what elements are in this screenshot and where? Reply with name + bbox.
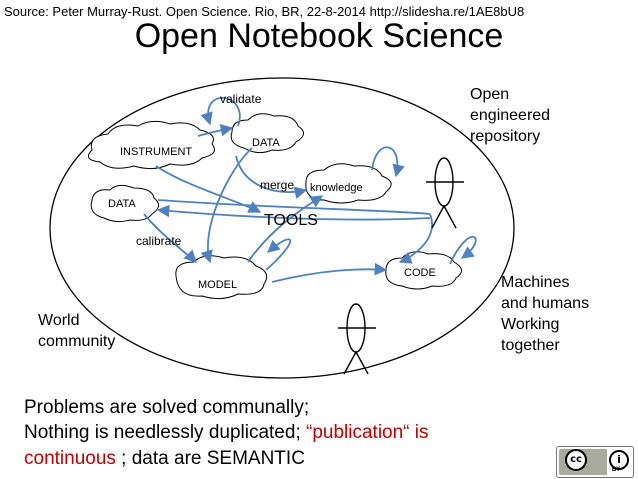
instrument-cloud: [87, 120, 215, 170]
data-top-cloud: [230, 113, 304, 154]
label-calibrate: calibrate: [136, 234, 182, 248]
label-tools: TOOLS: [264, 212, 318, 229]
statement-line-2: Nothing is needlessly duplicated; “publi…: [24, 422, 429, 443]
cc-by-text: BY: [611, 467, 621, 473]
data-to-knowledge-arrow: [235, 155, 308, 199]
source-citation: Source: Peter Murray-Rust. Open Science.…: [4, 4, 525, 19]
label-merge: merge: [260, 178, 295, 192]
code-loop-arrow: [449, 235, 477, 265]
code-long-arrow: [398, 213, 433, 264]
statement-line-1: Problems are solved communally;: [24, 397, 310, 418]
model-to-knowledge-arrow: [247, 195, 324, 263]
node-label-instrument: INSTRUMENT: [120, 146, 193, 158]
world-community-text: World community: [38, 312, 116, 350]
instrument-to-datasets-arrow: [155, 165, 262, 213]
model-to-code-arrow: [271, 262, 388, 283]
node-label-code: CODE: [404, 267, 436, 279]
community-ellipse: [49, 77, 515, 379]
node-label-data-top: DATA: [252, 137, 280, 149]
continuous-highlight: continuous: [24, 448, 116, 469]
code-to-data-arrow: [156, 204, 431, 221]
instrument-to-data-arrow: [197, 124, 234, 137]
human-figure-top: [426, 157, 464, 229]
validate-loop-arrow: [200, 97, 241, 127]
machines-humans-text: Machines and humans Working together: [501, 274, 590, 354]
label-validate: validate: [220, 92, 262, 106]
model-loop-arrow: [265, 238, 292, 271]
page-title: Open Notebook Science: [134, 17, 504, 55]
knowledge-cloud: [305, 163, 392, 204]
cc-logo-icon: cc: [565, 449, 587, 471]
attribution-person-icon: i: [609, 450, 629, 470]
node-label-model: MODEL: [198, 279, 238, 291]
data-to-code-arrow: [157, 199, 431, 215]
cc-by-license-badge: cc i BY: [556, 446, 634, 478]
human-figure-bottom: [338, 303, 376, 375]
publication-highlight: “publication“ is: [306, 422, 429, 443]
knowledge-loop-arrow: [371, 146, 405, 178]
node-label-data-left: DATA: [108, 198, 136, 210]
model-cloud: [175, 255, 268, 300]
open-repo-text: Open engineered repository: [470, 86, 551, 145]
statement-line-3: continuous ; data are SEMANTIC: [24, 448, 305, 469]
data-to-model-arrow: [200, 147, 253, 264]
node-label-knowledge: knowledge: [310, 182, 363, 194]
calibrate-arrow: [143, 213, 197, 263]
